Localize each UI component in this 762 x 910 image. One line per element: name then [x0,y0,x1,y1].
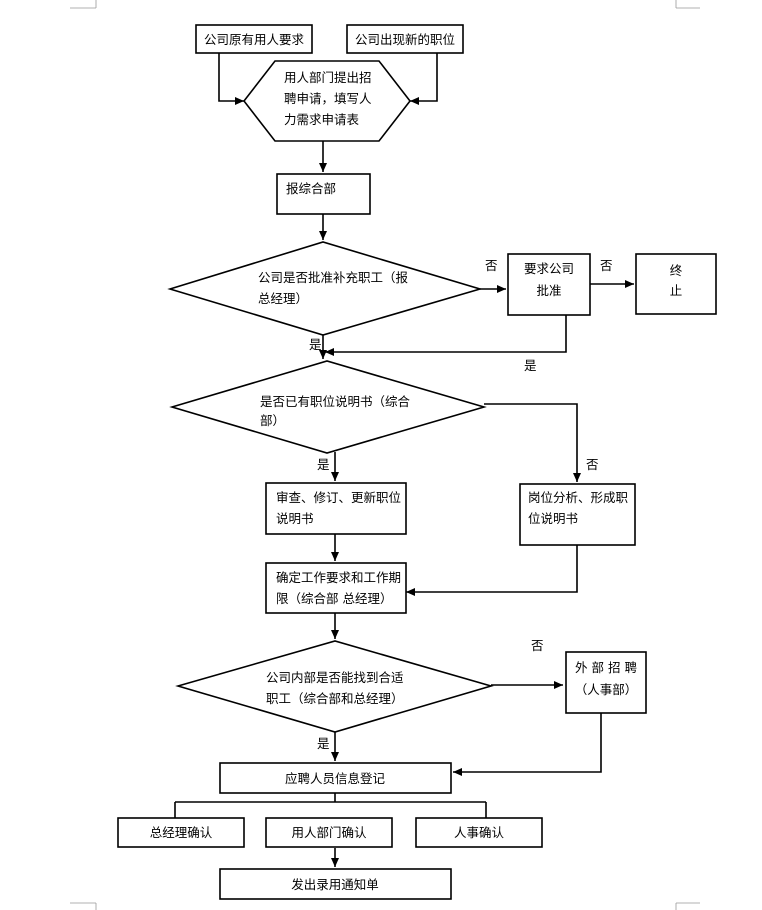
decision-internal-line-2: 职工（综合部和总经理） [266,691,404,706]
node-hr-confirm-label: 人事确认 [454,825,505,840]
node-define-req-line-1: 确定工作要求和工作期 [276,570,401,585]
node-need-existing-label: 公司原有用人要求 [204,32,305,47]
node-need-new-position: 公司出现新的职位 [346,24,464,54]
node-external-line-1: 外 部 招 聘 [575,660,637,675]
node-review-jd-line-1: 审查、修订、更新职位 [276,490,401,505]
edge-ask-yes [325,315,567,356]
node-analyze-jd: 岗位分析、形成职 位说明书 [519,483,636,546]
node-terminate-line-1: 终 [670,263,683,278]
edge-external-to-register [453,713,602,776]
node-review-jd: 审查、修订、更新职位 说明书 [265,482,407,535]
edge-analyze-to-define [406,545,578,596]
node-offer-label: 发出录用通知单 [291,877,379,892]
edge-register-to-confirms [174,793,487,818]
node-need-new-position-label: 公司出现新的职位 [355,32,455,47]
decision-approve-line-1: 公司是否批准补充职工（报 [258,270,409,285]
edge-existing-to-request [218,53,244,105]
edge-label-internal-no: 否 [531,638,544,653]
node-analyze-jd-line-1: 岗位分析、形成职 [528,490,628,505]
node-dept-request-line-3: 力需求申请表 [284,112,360,127]
node-analyze-jd-line-2: 位说明书 [528,511,578,526]
node-register-label: 应聘人员信息登记 [285,771,386,786]
decision-has-jd-line-1: 是否已有职位说明书（综合 [260,394,411,409]
node-offer: 发出录用通知单 [219,868,452,900]
node-define-req-line-2: 限（综合部 总经理） [276,591,392,606]
node-dept-request-line-2: 聘申请，填写人 [284,91,372,106]
connectors [174,53,634,867]
node-register: 应聘人员信息登记 [219,762,452,794]
edge-label-ask-no: 否 [600,258,613,273]
node-hr-confirm: 人事确认 [415,817,543,848]
edge-label-internal-yes: 是 [317,736,330,751]
edge-newpos-to-request [410,53,438,105]
node-review-jd-line-2: 说明书 [276,511,314,526]
node-dept-confirm-label: 用人部门确认 [291,825,367,840]
node-dept-request: 用人部门提出招 聘申请，填写人 力需求申请表 [242,60,412,142]
edge-label-ask-yes: 是 [524,358,537,373]
node-external: 外 部 招 聘 （人事部） [565,651,647,714]
node-ask-approval-line-2: 批准 [536,283,561,298]
decision-approve-line-2: 总经理） [258,291,308,306]
decision-internal-line-1: 公司内部是否能找到合适 [266,670,404,685]
edge-label-hasjd-no: 否 [586,457,599,472]
node-ask-approval: 要求公司 批准 [507,253,591,316]
edge-label-approve-no: 否 [485,258,498,273]
node-gm-confirm: 总经理确认 [117,817,245,848]
node-define-req: 确定工作要求和工作期 限（综合部 总经理） [265,562,407,614]
decision-approve: 公司是否批准补充职工（报 总经理） [167,241,483,336]
node-terminate-line-2: 止 [670,283,683,298]
node-need-existing: 公司原有用人要求 [195,24,313,54]
page-crop-marks [70,0,700,910]
node-to-admin: 报综合部 [276,173,371,215]
edge-hasjd-no [484,403,581,482]
decision-internal: 公司内部是否能找到合适 职工（综合部和总经理） [175,640,494,733]
node-to-admin-label: 报综合部 [286,181,336,196]
node-external-line-2: （人事部） [575,682,638,697]
node-dept-request-line-1: 用人部门提出招 [284,70,372,85]
edge-labels: 否 否 是 是 是 否 否 是 [309,258,613,751]
edge-label-approve-yes: 是 [309,337,322,352]
edge-label-hasjd-yes: 是 [317,457,330,472]
decision-has-jd: 是否已有职位说明书（综合 部） [169,360,487,454]
node-terminate: 终 止 [635,253,717,315]
node-gm-confirm-label: 总经理确认 [150,825,213,840]
decision-has-jd-line-2: 部） [260,413,285,428]
node-dept-confirm: 用人部门确认 [265,817,393,848]
node-ask-approval-line-1: 要求公司 [524,261,574,276]
